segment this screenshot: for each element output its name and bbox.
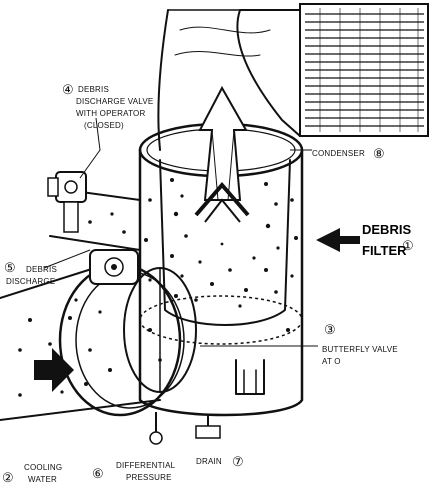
valve-actuator (89, 249, 139, 285)
debris-filter-arrow (316, 228, 360, 252)
outlet-duct (157, 9, 301, 151)
debris-filter-label-line2: FILTER (362, 243, 407, 258)
condenser-label: CONDENSER (312, 149, 365, 158)
leader-lines (43, 117, 318, 347)
discharge-valve-number: ④ (62, 83, 74, 98)
differential-pressure-gauge (149, 412, 163, 445)
drain-label: DRAIN (196, 457, 222, 466)
discharge-valve-operator (47, 171, 87, 233)
butterfly-valve-label-line2: AT O (322, 357, 341, 366)
flow-up-arrow (194, 85, 250, 223)
drain-fitting (195, 414, 221, 439)
discharge-valve-label-line3: WITH OPERATOR (76, 109, 145, 118)
debris-discharge-label-line1: DEBRIS (26, 265, 57, 274)
butterfly-valve-label-line1: BUTTERFLY VALVE (322, 345, 398, 354)
cooling-water-label-line1: COOLING (24, 463, 62, 472)
differential-pressure-number: ⑥ (92, 467, 104, 482)
differential-pressure-label-line1: DIFFERENTIAL (116, 461, 176, 470)
cooling-water-label-line2: WATER (28, 475, 57, 484)
discharge-valve-label-line1: DEBRIS (78, 85, 109, 94)
debris-filter-number: ① (402, 239, 414, 254)
cooling-water-number: ② (2, 471, 14, 486)
inlet-arrow (34, 348, 74, 392)
discharge-valve-label-line4: (CLOSED) (84, 121, 124, 130)
butterfly-valve-number: ③ (324, 323, 336, 338)
butterfly-valve (123, 267, 197, 393)
debris-discharge-label-line2: DISCHARGE (6, 277, 55, 286)
condenser-number: ⑧ (373, 147, 385, 162)
differential-pressure-label-line2: PRESSURE (126, 473, 172, 482)
debris-filter-screen (144, 159, 298, 362)
debris-discharge-number: ⑤ (4, 261, 16, 276)
discharge-valve-label-line2: DISCHARGE VALVE (76, 97, 153, 106)
condenser-unit (299, 3, 429, 137)
support-bracket (235, 359, 265, 395)
debris-filter-label-line1: DEBRIS (362, 222, 411, 237)
drain-number: ⑦ (232, 455, 244, 470)
